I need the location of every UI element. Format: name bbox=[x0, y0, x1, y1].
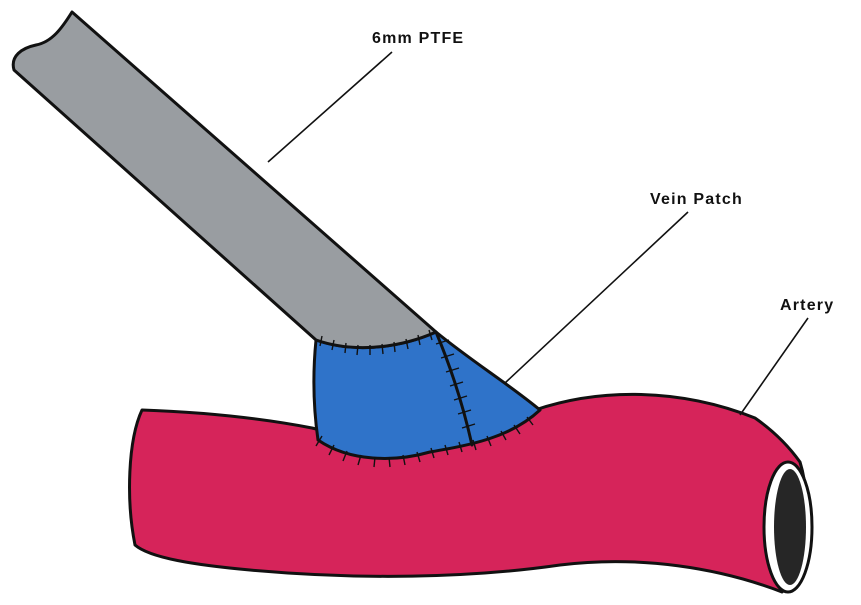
label-patch: Vein Patch bbox=[650, 191, 743, 208]
leader-artery bbox=[740, 318, 808, 415]
ptfe-graft bbox=[13, 12, 436, 348]
leader-graft bbox=[268, 52, 392, 162]
leader-patch bbox=[505, 212, 688, 383]
label-artery: Artery bbox=[780, 297, 834, 314]
artery-lumen bbox=[774, 469, 806, 585]
label-graft: 6mm PTFE bbox=[372, 30, 464, 47]
